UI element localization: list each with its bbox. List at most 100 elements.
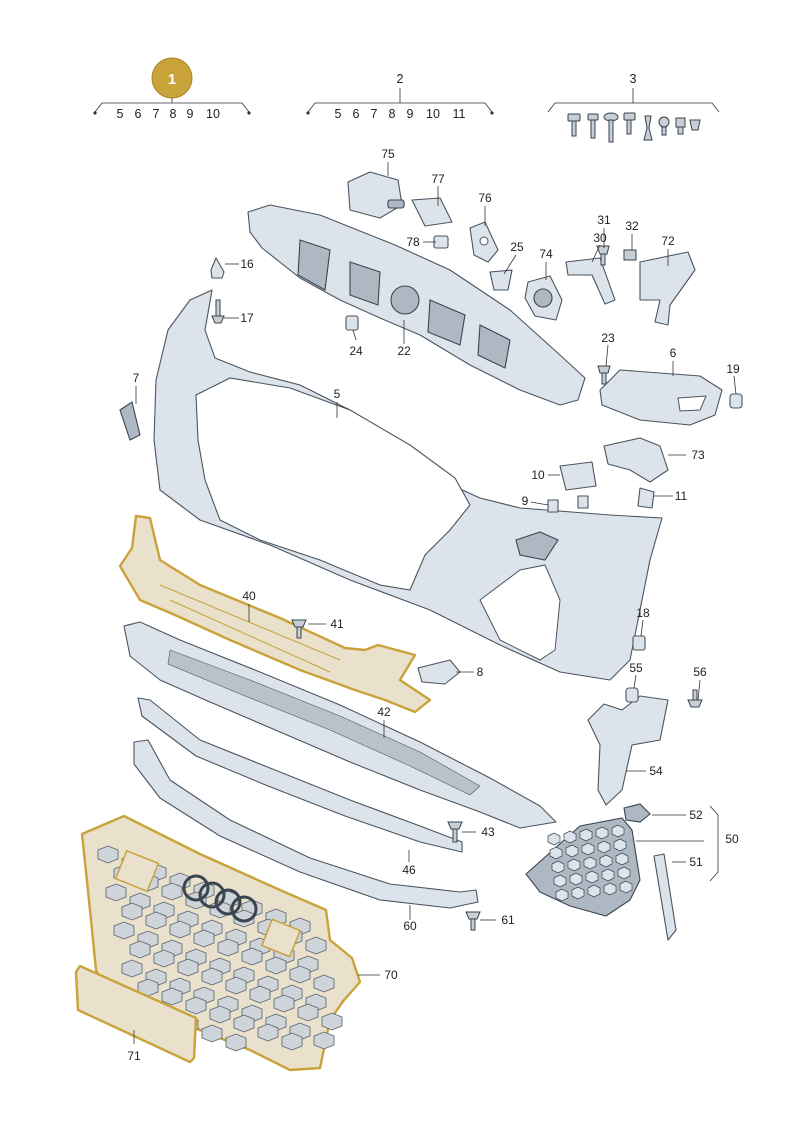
callout-label[interactable]: 54 [649,764,663,778]
callout-label[interactable]: 72 [661,234,675,248]
screw-61[interactable] [465,911,481,931]
header-item: 5 [117,107,124,121]
callout-label[interactable]: 17 [240,311,254,325]
callout-label[interactable]: 78 [406,235,420,249]
callout-label[interactable]: 55 [629,661,643,675]
screw-17[interactable] [211,299,225,324]
screw-41[interactable] [291,619,307,639]
bracket-73[interactable] [603,437,669,483]
callout-label[interactable]: 43 [481,825,495,839]
callout-label[interactable]: 77 [431,172,445,186]
sensor-74[interactable] [524,275,563,321]
callout-label[interactable]: 32 [625,219,639,233]
header-item: 9 [187,107,194,121]
badge-number: 1 [168,71,176,88]
header-item: 6 [135,107,142,121]
header-item: 7 [153,107,160,121]
callout-label[interactable]: 31 [597,213,611,227]
sensor-housing-75[interactable] [347,171,405,219]
callout-label[interactable]: 10 [531,468,545,482]
license-plate-bracket-71-part[interactable] [74,964,198,1064]
nut-32[interactable] [623,249,637,261]
callout-label[interactable]: 30 [593,231,607,245]
callout-label[interactable]: 74 [539,247,553,261]
lower-grille-42-part[interactable] [123,621,557,829]
callout-label[interactable]: 46 [402,863,416,877]
lower-lip-60-part[interactable] [133,739,479,909]
callout-label[interactable]: 50 [725,832,739,846]
clip-25[interactable] [489,269,513,291]
callout-label[interactable]: 52 [689,808,703,822]
callout-label[interactable]: 16 [240,257,254,271]
callout-label[interactable]: 24 [349,344,363,358]
header-item: 7 [371,107,378,121]
header-item: 9 [407,107,414,121]
callout-label[interactable]: 18 [636,606,650,620]
callout-label[interactable]: 22 [397,344,411,358]
callout-label[interactable]: 19 [726,362,740,376]
trim-strip-46-part[interactable] [137,697,463,853]
bracket-72[interactable] [639,251,696,326]
callout-label[interactable]: 11 [675,489,688,503]
clip-55[interactable] [625,687,639,703]
header-item: 5 [335,107,342,121]
cap-8[interactable] [417,659,461,685]
header-item: 11 [453,107,466,121]
clip-78[interactable] [433,235,449,249]
bracket-54[interactable] [587,695,669,806]
spoiler-40-part[interactable] [118,514,432,714]
screw-43[interactable] [447,821,463,843]
callout-label[interactable]: 60 [403,919,417,933]
callout-label[interactable]: 71 [127,1049,141,1063]
callout-label[interactable]: 23 [601,331,615,345]
header-item: 6 [353,107,360,121]
header-item: 8 [389,107,396,121]
clip-9[interactable] [547,495,589,513]
callout-label[interactable]: 41 [330,617,344,631]
callout-label[interactable]: 61 [501,913,515,927]
bracket-76[interactable] [469,221,499,263]
callout-label[interactable]: 9 [522,494,529,508]
side-bracket-6[interactable] [599,369,723,426]
header-item: 8 [170,107,177,121]
callout-label[interactable]: 70 [384,968,398,982]
audi-rings-logo [182,874,258,923]
clip-19[interactable] [729,393,743,409]
header-item: 10 [206,107,220,121]
callout-label[interactable]: 42 [377,705,391,719]
clip-18[interactable] [632,635,646,651]
callout-label[interactable]: 73 [691,448,705,462]
callout-label[interactable]: 8 [477,665,484,679]
callout-label[interactable]: 5 [334,387,341,401]
header-group-3: 3 [547,72,720,143]
callout-label[interactable]: 75 [381,147,395,161]
callout-label[interactable]: 51 [689,855,703,869]
leader-lines [133,162,737,1044]
callout-label[interactable]: 56 [693,665,707,679]
trim-51[interactable] [653,853,677,941]
callout-labels: 75 77 76 78 25 74 31 32 30 72 16 17 24 2… [127,147,740,1063]
header-title: 2 [397,72,404,86]
mounting-carrier-part[interactable] [247,204,586,406]
screw-31[interactable] [596,245,610,266]
callout-label[interactable]: 76 [478,191,492,205]
callout-label[interactable]: 40 [242,589,256,603]
clip-24[interactable] [345,315,359,331]
callout-label[interactable]: 25 [510,240,524,254]
clip-11[interactable] [637,487,655,509]
bumper-cover-part[interactable] [119,289,663,681]
clip-52[interactable] [623,803,651,823]
header-group-1: 1 5 6 7 8 9 10 [93,57,251,121]
bracket-77[interactable] [411,197,453,227]
header-group-2: 2 5 6 7 8 9 10 11 [306,72,494,121]
callout-label[interactable]: 7 [133,371,140,385]
side-grille-50-part[interactable] [525,817,641,917]
callout-label[interactable]: 6 [670,346,677,360]
bracket-10[interactable] [559,461,597,491]
clip-16[interactable] [210,257,225,279]
header-item: 10 [426,107,440,121]
bracket-30[interactable] [565,257,616,305]
screw-56[interactable] [687,689,703,708]
header-title: 3 [630,72,637,86]
